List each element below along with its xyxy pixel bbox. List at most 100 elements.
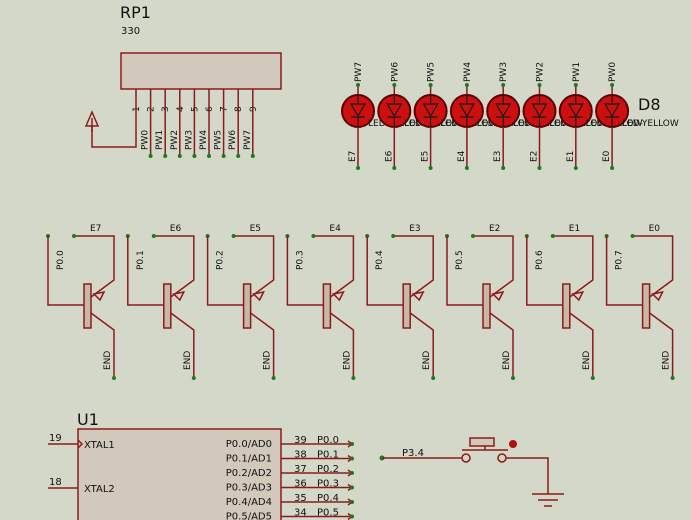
u1-left-pin-name: XTAL2: [84, 484, 115, 495]
rp1-pin-dot[interactable]: [207, 154, 211, 158]
led-cathode-net-label: E4: [457, 150, 467, 162]
u1-right-pin-number: 35: [294, 493, 307, 504]
emitter-net-dot[interactable]: [590, 376, 595, 380]
collector-net-dot[interactable]: [231, 234, 236, 238]
collector-wire: [552, 235, 594, 298]
emitter-wire: [90, 312, 115, 378]
led-value-label: LED-YELLOW: [622, 119, 679, 129]
collector-net-dot[interactable]: [391, 234, 396, 238]
base-wire: [206, 236, 244, 306]
collector-net-label: E3: [409, 224, 420, 234]
power-supply-icon: [84, 110, 100, 132]
collector-wire: [153, 235, 195, 298]
u1-right-pin-dot[interactable]: [350, 485, 354, 490]
rp1-net-label: PW1: [155, 130, 165, 150]
collector-net-dot[interactable]: [550, 234, 555, 238]
led-anode-dot[interactable]: [573, 83, 578, 87]
rp1-pin-dot[interactable]: [221, 154, 226, 158]
emitter-wire: [170, 312, 195, 378]
led-anode-dot[interactable]: [428, 83, 433, 87]
rp1-pin-dot[interactable]: [163, 154, 168, 158]
emitter-net-dot[interactable]: [670, 376, 675, 380]
led-cathode-dot[interactable]: [464, 166, 469, 170]
u1-right-pin-name: P0.3/AD3: [226, 483, 272, 494]
emitter-net-dot[interactable]: [191, 376, 196, 380]
led-cathode-dot[interactable]: [537, 166, 542, 170]
emitter-net-dot[interactable]: [112, 376, 116, 380]
base-net-label: P0.4: [375, 250, 385, 270]
collector-net-dot[interactable]: [630, 234, 635, 238]
led-anode-dot[interactable]: [356, 83, 360, 87]
base-wire: [47, 236, 84, 306]
rp1-pin-dot[interactable]: [192, 154, 197, 158]
led-array[interactable]: PW7LED-YELLOWE7PW6LED-YELLOWE6PW5LED-YEL…: [341, 62, 679, 170]
rp1-pin-number: 9: [249, 106, 259, 112]
ground-icon: [532, 493, 564, 507]
led-anode-net-label: PW6: [390, 62, 400, 82]
base-wire: [605, 236, 643, 306]
led-anode-dot[interactable]: [610, 83, 615, 87]
rp1-pin-dot[interactable]: [236, 154, 241, 158]
collector-net-dot[interactable]: [311, 234, 316, 238]
push-button-switch[interactable]: P3.4: [379, 437, 565, 507]
u1-right-pin-dot[interactable]: [350, 514, 354, 519]
emitter-wire: [649, 312, 674, 378]
base-wire: [366, 236, 404, 306]
emitter-net-dot[interactable]: [351, 376, 356, 380]
led-cathode-dot[interactable]: [428, 166, 433, 170]
collector-net-label: E5: [250, 224, 261, 234]
arrow-icon: [172, 290, 186, 302]
switch-button-cap[interactable]: [469, 437, 495, 447]
emitter-net-dot[interactable]: [431, 376, 436, 380]
rp1-pin-number: 4: [176, 106, 186, 112]
clock-input-icon: [77, 439, 84, 449]
base-net-label: P0.5: [455, 250, 465, 270]
diode-symbol-icon: [567, 95, 584, 127]
rp1-pin-dot[interactable]: [250, 154, 255, 158]
rp1-pin-dot[interactable]: [177, 154, 182, 158]
emitter-net-label: END: [582, 351, 592, 370]
rp1-pin-dot[interactable]: [148, 154, 153, 158]
collector-net-dot[interactable]: [151, 234, 156, 238]
u1-right-pin-dot[interactable]: [350, 456, 354, 461]
led-anode-dot[interactable]: [392, 83, 397, 87]
collector-net-dot[interactable]: [72, 234, 76, 238]
led-anode-dot[interactable]: [464, 83, 469, 87]
led-anode-net-label: PW0: [608, 62, 618, 82]
collector-net-dot[interactable]: [471, 234, 475, 238]
led-anode-dot[interactable]: [501, 83, 506, 87]
rp1-common-wire: [91, 89, 137, 148]
led-anode-net-label: PW7: [354, 62, 364, 82]
u1-right-pin-name: P0.0/AD0: [226, 439, 272, 450]
u1-right-pin-number: 39: [294, 435, 307, 446]
arrow-icon: [411, 290, 425, 302]
led-cathode-dot[interactable]: [573, 166, 578, 170]
led-cathode-dot[interactable]: [356, 166, 360, 170]
emitter-net-label: END: [502, 351, 512, 370]
emitter-net-dot[interactable]: [511, 376, 515, 380]
led-anode-dot[interactable]: [537, 83, 542, 87]
led-cathode-dot[interactable]: [501, 166, 506, 170]
rp1-pin-number: 7: [220, 106, 230, 112]
base-wire: [526, 236, 563, 306]
rp1-net-label: PW5: [214, 130, 224, 150]
u1-right-pin-net: P0.2: [317, 464, 339, 475]
emitter-net-dot[interactable]: [271, 376, 276, 380]
led-cathode-dot[interactable]: [610, 166, 615, 170]
led-cathode-dot[interactable]: [392, 166, 397, 170]
u1-right-pin-dot[interactable]: [350, 471, 354, 475]
u1-right-pin-dot[interactable]: [350, 500, 354, 504]
u1-right-pin-dot[interactable]: [350, 442, 354, 446]
